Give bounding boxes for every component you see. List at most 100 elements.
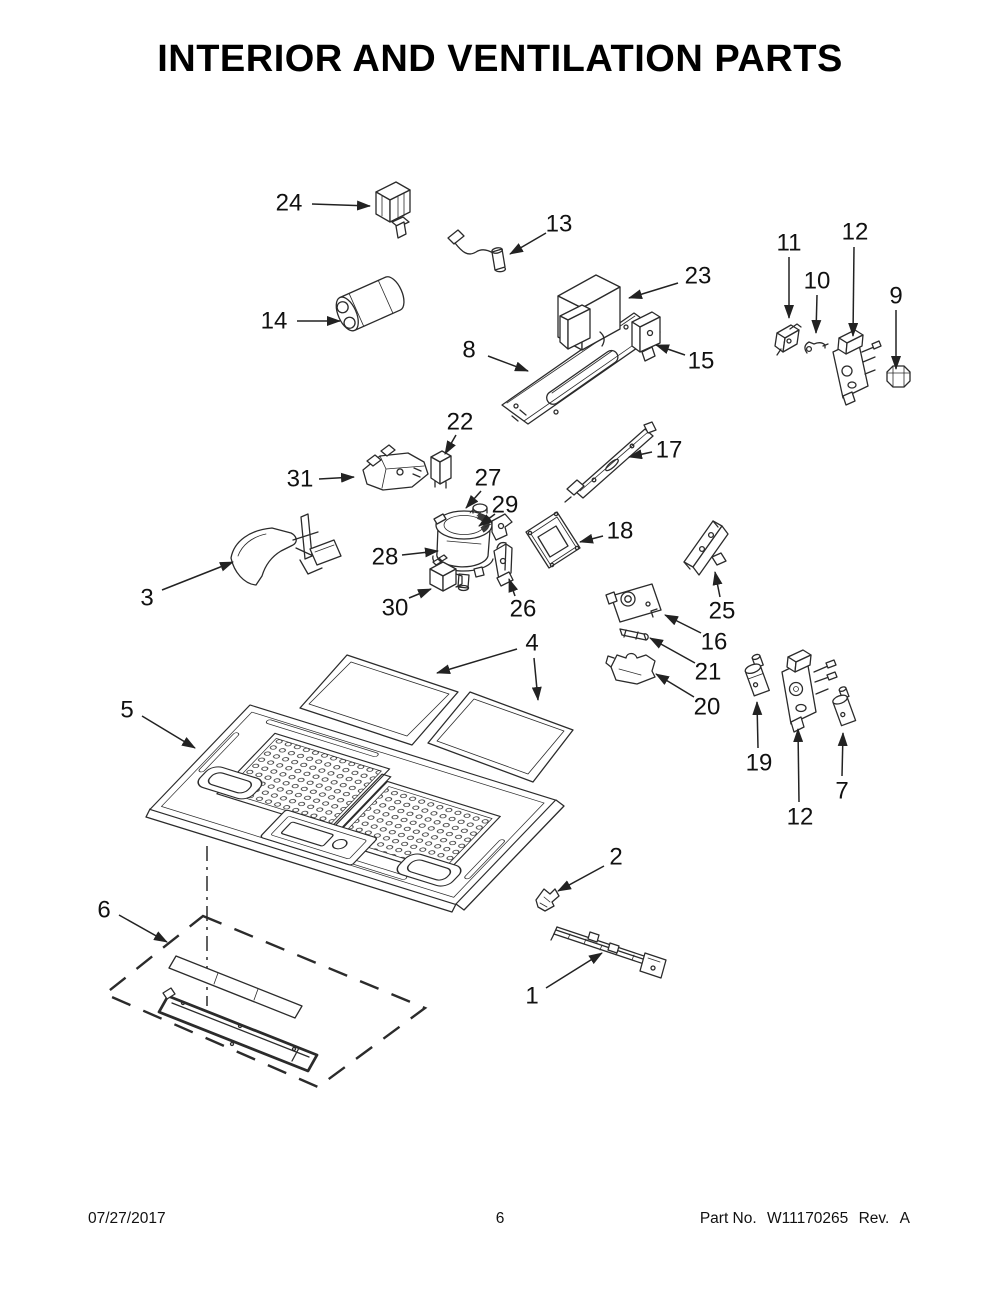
- footer-date: 07/27/2017: [88, 1210, 166, 1227]
- callout-label-17: 17: [656, 437, 683, 464]
- callout-arrow-4: [436, 648, 518, 675]
- callout-label-8: 8: [462, 337, 475, 364]
- part-22-thermostat: [430, 450, 452, 489]
- callout-label-7: 7: [835, 778, 848, 805]
- part-10-wire-clip: [804, 341, 829, 354]
- part-number: W11170265: [767, 1210, 849, 1227]
- callout-arrow-12: [848, 246, 859, 337]
- callout-arrow-23: [628, 282, 679, 299]
- callout-arrow-18: [579, 533, 604, 544]
- part-27-motor-top: [433, 503, 493, 540]
- part-6-vent-grille-kit: [102, 846, 428, 1089]
- part-7-interlock-switch: [832, 686, 857, 727]
- footer-page-number: 6: [495, 1210, 505, 1227]
- callout-arrow-28: [401, 547, 439, 558]
- callout-label-19: 19: [746, 750, 773, 777]
- callout-arrow-31: [318, 472, 355, 483]
- callout-label-16: 16: [701, 629, 728, 656]
- callout-label-12: 12: [842, 219, 869, 246]
- callout-arrow-20: [655, 673, 695, 698]
- page-title: INTERIOR AND VENTILATION PARTS: [157, 38, 843, 80]
- part-25-support-bar: [683, 520, 729, 576]
- callout-label-15: 15: [688, 348, 715, 375]
- part-5-base-panel: [145, 704, 565, 913]
- callout-label-24: 24: [276, 190, 303, 217]
- callout-label-9: 9: [889, 283, 902, 310]
- callout-arrow-12: [793, 728, 804, 803]
- callout-arrow-22: [444, 434, 457, 455]
- callout-arrow-25: [712, 571, 723, 598]
- callout-label-11: 11: [777, 230, 802, 257]
- callout-label-25: 25: [709, 598, 736, 625]
- callout-label-23: 23: [685, 263, 712, 290]
- footer-part-info: Part No. W11170265 Rev. A: [694, 1210, 910, 1228]
- callout-label-3: 3: [140, 585, 153, 612]
- callout-arrow-2: [557, 865, 605, 892]
- callout-arrow-4: [531, 657, 542, 701]
- callout-label-12: 12: [787, 804, 814, 831]
- part-21-pin: [619, 628, 649, 641]
- callout-label-18: 18: [607, 518, 634, 545]
- part-13-sensor-wire: [447, 229, 507, 273]
- callout-arrow-5: [141, 715, 196, 749]
- callout-label-1: 1: [525, 983, 538, 1010]
- callout-label-13: 13: [546, 211, 573, 238]
- part-31-air-duct: [362, 444, 429, 491]
- part-11-switch: [774, 323, 802, 356]
- callout-arrow-16: [664, 614, 702, 634]
- part-12-switch-assembly-bottom: [781, 649, 838, 733]
- callout-arrow-3: [161, 561, 234, 591]
- rev-value: A: [899, 1210, 910, 1227]
- part-16-lamp-plate: [605, 583, 662, 623]
- callout-label-28: 28: [372, 544, 399, 571]
- part-14-cylinder: [335, 276, 405, 332]
- callout-label-14: 14: [261, 308, 288, 335]
- callout-arrow-17: [628, 449, 653, 460]
- callout-label-29: 29: [492, 492, 519, 519]
- callout-label-21: 21: [695, 659, 722, 686]
- callout-arrow-10: [811, 294, 822, 334]
- callout-label-22: 22: [447, 409, 474, 436]
- callout-label-4: 4: [525, 630, 538, 657]
- callout-label-5: 5: [120, 697, 133, 724]
- rev-label: Rev.: [858, 1210, 890, 1227]
- part-24-clip: [375, 181, 411, 239]
- callout-arrow-29: [478, 513, 496, 527]
- part-9-cap: [886, 365, 911, 388]
- callout-label-31: 31: [287, 466, 314, 493]
- callout-arrow-7: [837, 732, 848, 777]
- callout-label-6: 6: [97, 897, 110, 924]
- callout-label-10: 10: [804, 268, 831, 295]
- part-30-switch: [429, 554, 463, 592]
- callout-label-2: 2: [609, 844, 622, 871]
- callout-arrow-21: [649, 637, 696, 664]
- part-17-rail: [564, 421, 657, 503]
- callout-arrow-27: [465, 490, 482, 509]
- part-3-curved-duct: [230, 513, 342, 586]
- part-19-interlock-switch: [744, 653, 770, 697]
- callout-label-20: 20: [694, 694, 721, 721]
- callout-arrow-1: [545, 952, 603, 989]
- part-20-latch-bracket: [605, 652, 656, 685]
- part-1-bracket-rail: [550, 926, 667, 979]
- part-29-motor-bracket: [491, 513, 513, 541]
- callout-arrow-8: [487, 355, 529, 372]
- callout-arrow-24: [311, 200, 371, 211]
- callout-label-26: 26: [510, 596, 537, 623]
- callout-arrow-15: [655, 344, 686, 356]
- callout-arrow-26: [508, 578, 519, 597]
- callout-label-30: 30: [382, 595, 409, 622]
- part-15-bracket: [631, 311, 661, 362]
- callout-arrow-13: [509, 232, 547, 255]
- part-no-label: Part No.: [699, 1210, 757, 1227]
- part-12-switch-assembly-top: [832, 329, 882, 406]
- callout-label-27: 27: [475, 465, 502, 492]
- callout-arrow-30: [408, 588, 432, 599]
- callout-arrow-6: [118, 914, 168, 943]
- part-4-glass-panels: [299, 654, 574, 783]
- part-26-bracket: [493, 541, 514, 587]
- part-23-transformer: [557, 274, 621, 351]
